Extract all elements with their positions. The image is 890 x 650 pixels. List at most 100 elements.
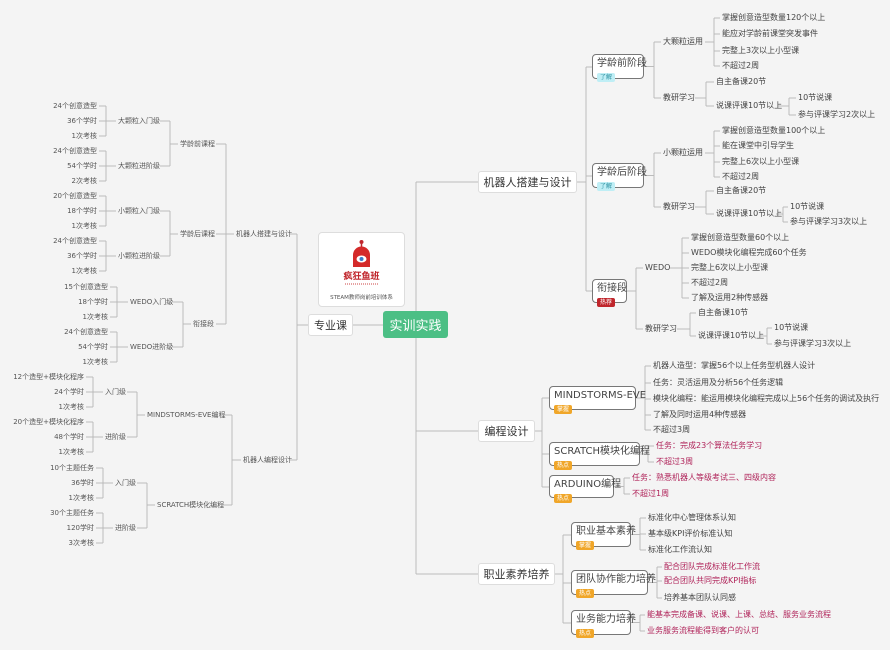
topic-node[interactable]: 教研学习 (645, 324, 677, 333)
course-level[interactable]: 小颗粒入门级 (118, 207, 160, 215)
topic-node[interactable]: 教研学习 (663, 93, 695, 102)
course-node[interactable]: SCRATCH模块化编程热点 (549, 442, 650, 470)
course-detail[interactable]: 24个创意造型 (53, 237, 97, 245)
topic-node[interactable]: WEDO (645, 263, 671, 272)
topic-detail[interactable]: 了解及运用2种传感器 (691, 293, 769, 302)
branch-robot-build[interactable]: 机器人搭建与设计 (478, 171, 577, 193)
course-detail[interactable]: 1次考核 (71, 132, 97, 140)
stage-node[interactable]: 学龄前阶段了解 (592, 54, 647, 82)
stage-node[interactable]: 学龄后阶段了解 (592, 163, 647, 191)
topic-node[interactable]: 小颗粒运用 (663, 148, 703, 157)
branch-professional-literacy[interactable]: 职业素养培养 (478, 563, 555, 585)
course-detail[interactable]: 1次考核 (68, 494, 94, 502)
review-detail[interactable]: 10节说课 (774, 323, 809, 332)
course-detail[interactable]: 36个学时 (67, 117, 97, 125)
course-level[interactable]: 进阶级 (115, 524, 136, 532)
topic-detail[interactable]: 完整上3次以上小型课 (722, 46, 800, 55)
literacy-requirement[interactable]: 标准化中心管理体系认知 (648, 513, 736, 522)
literacy-requirement[interactable]: 配合团队完成标准化工作流 (664, 562, 760, 571)
literacy-node[interactable]: 团队协作能力培养热点 (571, 570, 656, 598)
node-professional[interactable]: 专业课 (308, 314, 353, 336)
course-detail[interactable]: 18个学时 (78, 298, 108, 306)
course-group[interactable]: MINDSTORMS-EVE编程 (147, 411, 226, 419)
literacy-requirement[interactable]: 业务服务流程能得到客户的认可 (647, 626, 759, 635)
literacy-requirement[interactable]: 配合团队共同完成KPI指标 (664, 576, 757, 585)
topic-detail[interactable]: 掌握创意造型数量60个以上 (691, 233, 790, 242)
topic-node[interactable]: 教研学习 (663, 202, 695, 211)
course-detail[interactable]: 54个学时 (67, 162, 97, 170)
topic-detail[interactable]: 说课评课10节以上 (716, 209, 783, 218)
root-node-practice[interactable]: 实训实践 (383, 311, 448, 338)
topic-detail[interactable]: 自主备课20节 (716, 77, 767, 86)
course-detail[interactable]: 15个创意造型 (64, 283, 108, 291)
topic-node[interactable]: 大颗粒运用 (663, 37, 703, 46)
course-level[interactable]: 进阶级 (105, 433, 126, 441)
course-group[interactable]: 学龄前课程 (180, 140, 215, 148)
course-level[interactable]: 入门级 (115, 479, 136, 487)
course-detail[interactable]: 20个创意造型 (53, 192, 97, 200)
course-detail[interactable]: 120学时 (66, 524, 94, 532)
course-detail[interactable]: 36学时 (71, 479, 94, 487)
review-detail[interactable]: 参与评课学习3次以上 (790, 217, 868, 226)
course-level[interactable]: WEDO入门级 (130, 298, 174, 306)
course-level[interactable]: 大颗粒入门级 (118, 117, 160, 125)
course-requirement[interactable]: 机器人造型：掌握56个以上任务型机器人设计 (653, 361, 816, 370)
course-group[interactable]: 衔接段 (193, 320, 214, 328)
literacy-node[interactable]: 职业基本素养掌握 (571, 522, 636, 550)
professional-branch[interactable]: 机器人编程设计 (243, 456, 292, 464)
course-requirement[interactable]: 了解及同时运用4种传感器 (653, 410, 747, 419)
course-detail[interactable]: 12个造型+模块化程序 (13, 373, 84, 381)
topic-detail[interactable]: 不超过2周 (722, 61, 760, 70)
branch-programming[interactable]: 编程设计 (478, 420, 535, 442)
topic-detail[interactable]: 能在课堂中引导学生 (722, 141, 794, 150)
course-requirement[interactable]: 任务：灵活运用及分析56个任务逻辑 (653, 378, 784, 387)
stage-node[interactable]: 衔接段热荐 (592, 279, 627, 307)
course-detail[interactable]: 36个学时 (67, 252, 97, 260)
course-level[interactable]: 大颗粒进阶级 (118, 162, 160, 170)
review-detail[interactable]: 10节说课 (790, 202, 825, 211)
topic-detail[interactable]: 说课评课10节以上 (698, 331, 765, 340)
course-detail[interactable]: 1次考核 (71, 222, 97, 230)
course-detail[interactable]: 24个创意造型 (64, 328, 108, 336)
course-node[interactable]: ARDUINO编程热点 (549, 475, 621, 503)
professional-branch[interactable]: 机器人搭建与设计 (236, 230, 292, 238)
course-detail[interactable]: 24个创意造型 (53, 102, 97, 110)
literacy-requirement[interactable]: 基本级KPI评价标准认知 (648, 529, 733, 538)
topic-detail[interactable]: 不超过2周 (722, 172, 760, 181)
course-detail[interactable]: 1次考核 (58, 403, 84, 411)
course-detail[interactable]: 10个主题任务 (50, 464, 94, 472)
course-level[interactable]: 入门级 (105, 388, 126, 396)
course-detail[interactable]: 48个学时 (54, 433, 84, 441)
review-detail[interactable]: 10节说课 (798, 93, 833, 102)
topic-detail[interactable]: WEDO模块化编程完成60个任务 (691, 248, 807, 257)
topic-detail[interactable]: 自主备课10节 (698, 308, 749, 317)
course-detail[interactable]: 30个主题任务 (50, 509, 94, 517)
topic-detail[interactable]: 自主备课20节 (716, 186, 767, 195)
course-detail[interactable]: 3次考核 (68, 539, 94, 547)
course-detail[interactable]: 24个学时 (54, 388, 84, 396)
course-detail[interactable]: 1次考核 (71, 267, 97, 275)
course-requirement[interactable]: 任务：熟悉机器人等级考试三、四级内容 (632, 473, 776, 482)
review-detail[interactable]: 参与评课学习3次以上 (774, 339, 852, 348)
course-detail[interactable]: 1次考核 (82, 313, 108, 321)
topic-detail[interactable]: 完整上6次以上小型课 (691, 263, 769, 272)
topic-detail[interactable]: 掌握创意造型数量120个以上 (722, 13, 826, 22)
topic-detail[interactable]: 说课评课10节以上 (716, 101, 783, 110)
course-detail[interactable]: 24个创意造型 (53, 147, 97, 155)
topic-detail[interactable]: 能应对学龄前课堂突发事件 (722, 29, 818, 38)
course-detail[interactable]: 1次考核 (82, 358, 108, 366)
course-requirement[interactable]: 不超过3周 (653, 425, 691, 434)
literacy-requirement[interactable]: 能基本完成备课、说课、上课、总结、服务业务流程 (647, 610, 831, 619)
topic-detail[interactable]: 不超过2周 (691, 278, 729, 287)
course-level[interactable]: WEDO进阶级 (130, 343, 174, 351)
course-requirement[interactable]: 任务：完成23个算法任务学习 (656, 441, 763, 450)
topic-detail[interactable]: 掌握创意造型数量100个以上 (722, 126, 826, 135)
course-requirement[interactable]: 模块化编程：能运用模块化编程完成以上56个任务的调试及执行 (653, 394, 880, 403)
course-level[interactable]: 小颗粒进阶级 (118, 252, 160, 260)
literacy-requirement[interactable]: 标准化工作流认知 (648, 545, 712, 554)
topic-detail[interactable]: 完整上6次以上小型课 (722, 157, 800, 166)
course-detail[interactable]: 54个学时 (78, 343, 108, 351)
course-requirement[interactable]: 不超过1周 (632, 489, 670, 498)
course-requirement[interactable]: 不超过3周 (656, 457, 694, 466)
